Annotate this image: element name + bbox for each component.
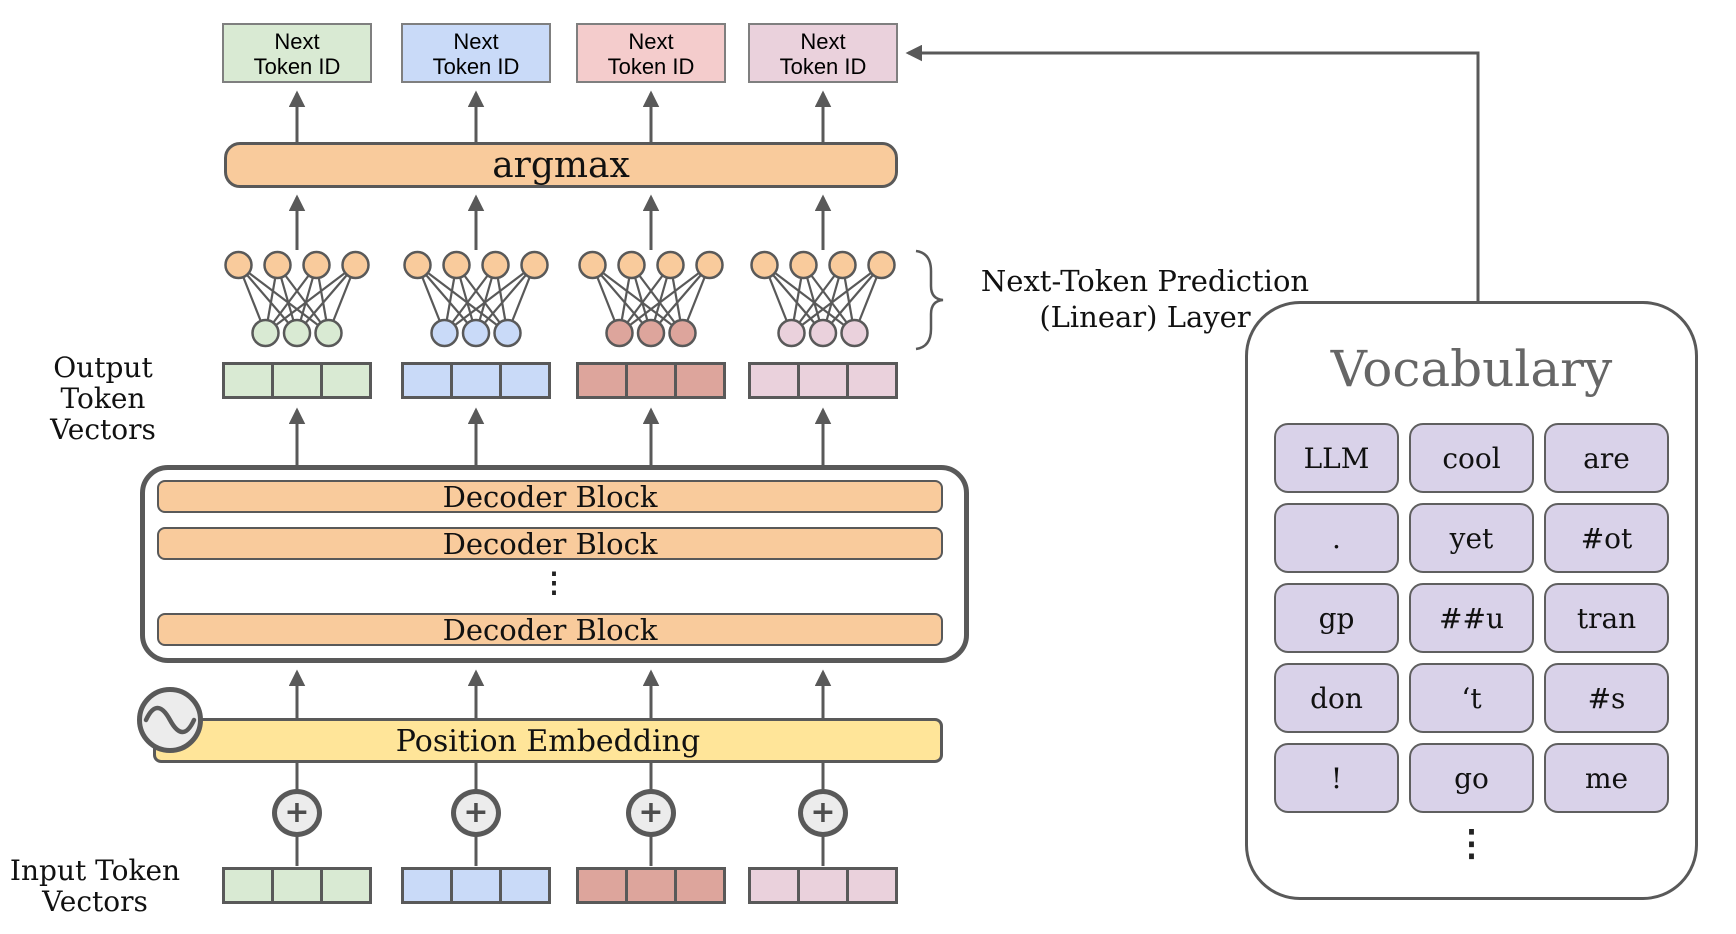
nn-group-2 (403, 250, 549, 348)
vocab-token: gp (1274, 583, 1399, 653)
decoder-block-3: Decoder Block (157, 613, 943, 646)
decoder-block-1: Decoder Block (157, 480, 943, 513)
decoder-block-label: Decoder Block (442, 527, 658, 561)
next-token-id-label: Token ID (253, 54, 341, 79)
next-token-id-label: Token ID (779, 54, 867, 79)
vocabulary-ellipsis: ⋮ (1453, 822, 1490, 864)
output-vectors-label: Output Token Vectors (8, 352, 198, 445)
vocab-token: cool (1409, 423, 1534, 493)
linear-layer-label-line2: (Linear) Layer (1039, 300, 1251, 334)
decoder-ellipsis: ⋮ (540, 566, 568, 599)
vocab-token: . (1274, 503, 1399, 573)
next-token-id-label: Next (274, 29, 320, 54)
plus-icon: + (638, 795, 664, 830)
input-vector-4 (748, 867, 898, 904)
vocab-token: me (1544, 743, 1669, 813)
input-vector-3 (576, 867, 726, 904)
argmax-bar: argmax (224, 142, 898, 188)
vocabulary-grid: LLM cool are . yet #ot gp ##u tran don ‘… (1274, 423, 1669, 813)
add-circle-4: + (798, 789, 848, 837)
vocab-token: ‘t (1409, 663, 1534, 733)
vocab-token: don (1274, 663, 1399, 733)
vocab-token: go (1409, 743, 1534, 813)
vocab-token: #s (1544, 663, 1669, 733)
input-vectors-label-line1: Input Token (9, 854, 181, 887)
vocab-token: ! (1274, 743, 1399, 813)
input-vector-1 (222, 867, 372, 904)
output-vector-1 (222, 362, 372, 399)
decoder-block-2: Decoder Block (157, 527, 943, 560)
column-arrows (288, 90, 832, 866)
next-token-id-label: Token ID (432, 54, 520, 79)
next-token-id-label: Next (628, 29, 674, 54)
vocab-token: yet (1409, 503, 1534, 573)
output-vector-3 (576, 362, 726, 399)
linear-layer-label-line1: Next-Token Prediction (980, 264, 1310, 298)
next-token-id-box-2: Next Token ID (401, 23, 551, 83)
next-token-id-label: Token ID (607, 54, 695, 79)
vocab-token: tran (1544, 583, 1669, 653)
nn-group-1 (224, 250, 370, 348)
decoder-block-label: Decoder Block (442, 613, 658, 647)
add-circle-1: + (272, 789, 322, 837)
input-vectors-label: Input Token Vectors (0, 855, 190, 917)
nn-group-3 (578, 250, 724, 348)
vocabulary-feedback-arrow (905, 44, 1480, 301)
brace (915, 249, 944, 351)
next-token-id-box-4: Next Token ID (748, 23, 898, 83)
decoder-block-label: Decoder Block (442, 480, 658, 514)
input-vector-2 (401, 867, 551, 904)
output-vectors-label-line2: Vectors (50, 413, 156, 446)
position-embedding-bar: Position Embedding (153, 718, 943, 763)
add-circle-2: + (451, 789, 501, 837)
vocab-token: ##u (1409, 583, 1534, 653)
argmax-label: argmax (492, 145, 630, 186)
add-circle-3: + (626, 789, 676, 837)
position-embedding-label: Position Embedding (395, 724, 701, 759)
next-token-id-label: Next (800, 29, 846, 54)
vocab-token: are (1544, 423, 1669, 493)
next-token-id-box-1: Next Token ID (222, 23, 372, 83)
sine-icon (137, 687, 203, 753)
vocab-token: LLM (1274, 423, 1399, 493)
plus-icon: + (463, 795, 489, 830)
plus-icon: + (284, 795, 310, 830)
nn-group-4 (750, 250, 896, 348)
vocabulary-panel: Vocabulary LLM cool are . yet #ot gp ##u… (1245, 301, 1698, 900)
output-vector-4 (748, 362, 898, 399)
plus-icon: + (810, 795, 836, 830)
output-vector-2 (401, 362, 551, 399)
input-vectors-label-line2: Vectors (42, 885, 148, 918)
output-vectors-label-line1: Output Token (53, 351, 153, 415)
vocab-token: #ot (1544, 503, 1669, 573)
vocabulary-title: Vocabulary (1330, 340, 1613, 398)
next-token-id-box-3: Next Token ID (576, 23, 726, 83)
linear-layer-label: Next-Token Prediction (Linear) Layer (950, 263, 1340, 335)
next-token-id-label: Next (453, 29, 499, 54)
